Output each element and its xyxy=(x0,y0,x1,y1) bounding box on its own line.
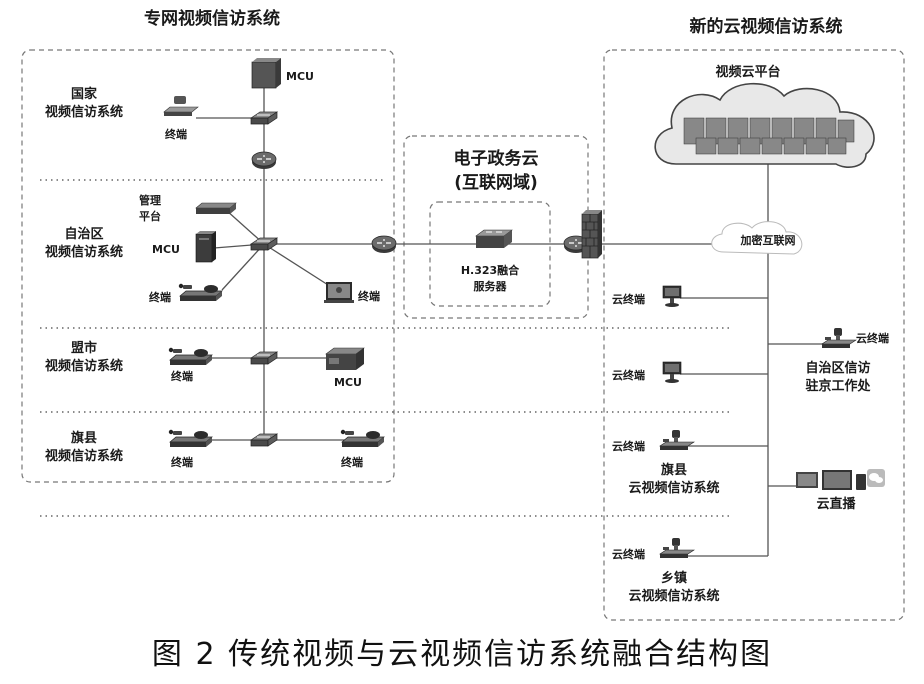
h323-server-label-line1: H.323融合 xyxy=(461,263,520,277)
county-right-terminal-label: 终端 xyxy=(341,455,363,469)
county-label-line2: 视频信访系统 xyxy=(45,448,123,464)
private-network-box xyxy=(21,49,395,483)
city-switch-icon xyxy=(250,351,278,365)
region-terminal-icon xyxy=(178,283,223,302)
region-switch-icon xyxy=(250,237,278,251)
h323-server-label-line2: 服务器 xyxy=(474,279,508,293)
national-mcu-label: MCU xyxy=(286,70,314,83)
encrypted-internet-cloud-icon xyxy=(711,221,803,255)
firewall-icon xyxy=(581,210,602,259)
cloud-system-title: 新的云视频信访系统 xyxy=(690,16,843,37)
mgmt-platform-label-line1: 管理 xyxy=(139,193,161,207)
cloud-terminal-3-label: 云终端 xyxy=(612,439,645,453)
private-network-title: 专网视频信访系统 xyxy=(144,8,280,29)
county-cloud-label-line2: 云视频信访系统 xyxy=(628,480,719,496)
cloud-terminal-2-label: 云终端 xyxy=(612,368,645,382)
cloud-terminal-1-label: 云终端 xyxy=(612,292,645,306)
national-mcu-icon xyxy=(251,58,281,89)
region-label-line2: 视频信访系统 xyxy=(45,244,123,260)
city-label-line2: 视频信访系统 xyxy=(45,358,123,374)
video-cloud-platform-label: 视频云平台 xyxy=(715,64,780,80)
region-label-line1: 自治区 xyxy=(64,226,103,242)
city-mcu-label: MCU xyxy=(334,376,362,389)
region-mcu-label: MCU xyxy=(152,243,180,256)
region-video-terminal-icon xyxy=(324,282,354,303)
town-cloud-label-line2: 云视频信访系统 xyxy=(628,588,719,604)
region-terminal-label: 终端 xyxy=(149,290,171,304)
h323-server-icon xyxy=(475,229,513,248)
national-label-line2: 视频信访系统 xyxy=(45,104,123,120)
city-terminal-label: 终端 xyxy=(171,369,193,383)
town-cloud-label-line1: 乡镇 xyxy=(661,570,687,586)
county-left-terminal-label: 终端 xyxy=(171,455,193,469)
city-label-line1: 盟市 xyxy=(71,340,97,356)
beijing-office-terminal-icon xyxy=(821,327,857,349)
cloud-terminal-1-icon xyxy=(662,285,682,308)
cloud-terminal-4-label: 云终端 xyxy=(612,547,645,561)
encrypted-internet-label: 加密互联网 xyxy=(740,233,796,247)
county-cloud-label-line1: 旗县 xyxy=(661,462,687,478)
cloud-terminal-3-icon xyxy=(659,429,695,451)
region-right-terminal-label: 终端 xyxy=(358,289,380,303)
figure-caption: 图 2 传统视频与云视频信访系统融合结构图 xyxy=(152,637,772,672)
cloud-live-devices-icon xyxy=(796,470,866,490)
egov-cloud-title-line2: (互联网域) xyxy=(454,172,538,193)
mgmt-platform-icon xyxy=(195,202,237,214)
beijing-office-label-line1: 自治区信访 xyxy=(805,360,870,376)
cloud-live-label: 云直播 xyxy=(816,496,856,512)
county-label-line1: 旗县 xyxy=(71,430,97,446)
county-left-terminal-icon xyxy=(168,429,213,448)
wechat-icon xyxy=(867,469,885,487)
beijing-office-label-line2: 驻京工作处 xyxy=(805,378,871,394)
city-mcu-icon xyxy=(325,347,365,370)
national-router-icon xyxy=(251,151,277,170)
beijing-office-terminal-label: 云终端 xyxy=(856,331,889,345)
cloud-terminal-2-icon xyxy=(662,361,682,384)
county-right-terminal-icon xyxy=(340,429,385,448)
egov-cloud-title-line1: 电子政务云 xyxy=(454,148,539,169)
county-switch-icon xyxy=(250,433,278,447)
mgmt-platform-label-line2: 平台 xyxy=(139,209,161,223)
cloud-terminal-4-icon xyxy=(659,537,695,559)
national-label-line1: 国家 xyxy=(71,86,98,102)
egov-router-icon xyxy=(371,235,397,254)
national-terminal-label: 终端 xyxy=(165,127,187,141)
region-mcu-icon xyxy=(195,231,216,263)
national-terminal-icon xyxy=(163,96,199,116)
national-switch-icon xyxy=(250,111,278,125)
video-cloud-icon xyxy=(654,82,875,168)
city-terminal-icon xyxy=(168,347,213,366)
